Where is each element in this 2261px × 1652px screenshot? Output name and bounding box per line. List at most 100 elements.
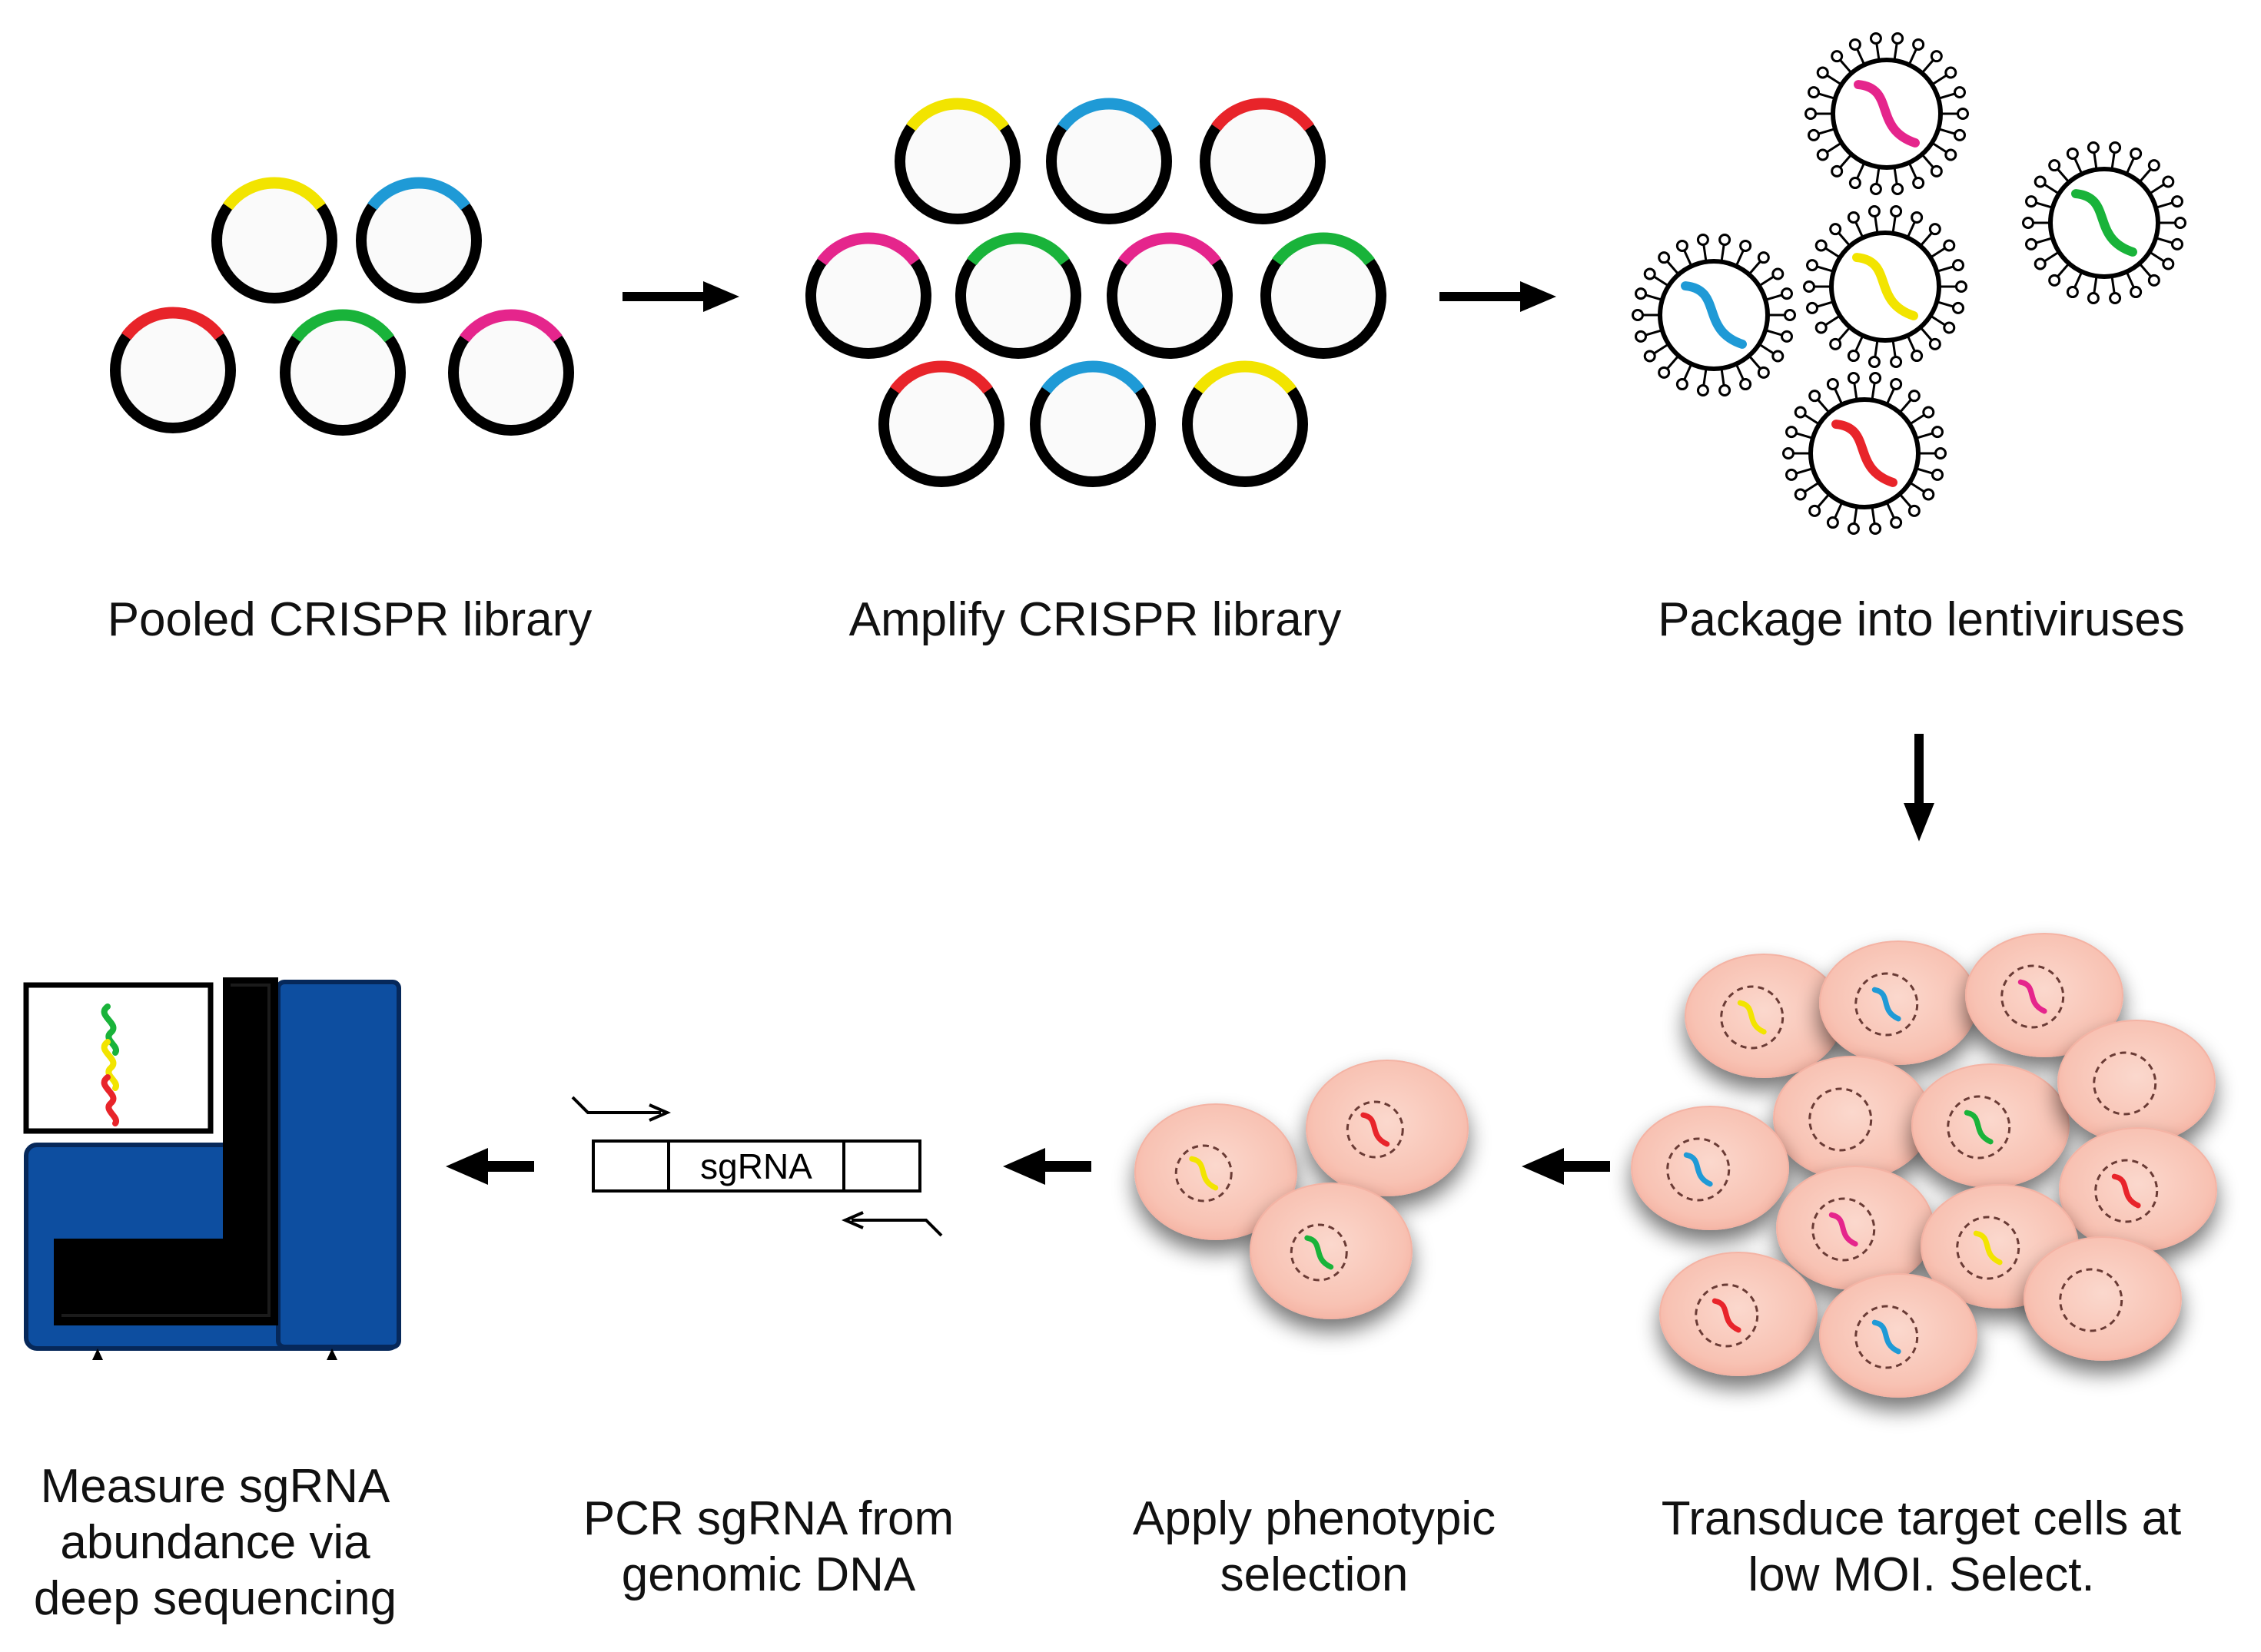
target-cell-icon bbox=[1250, 1183, 1413, 1319]
caption-line: deep sequencing bbox=[33, 1572, 397, 1626]
nucleus bbox=[1346, 1100, 1404, 1159]
target-cell-icon bbox=[1685, 954, 1843, 1078]
transduced-cell-population bbox=[1631, 933, 2217, 1398]
plasmid-ring-icon bbox=[955, 232, 1081, 359]
step-caption-package-lentivirus: Package into lentiviruses bbox=[1614, 592, 2229, 648]
nucleus bbox=[2094, 1159, 2159, 1223]
lentivirus-particle-icon bbox=[1632, 234, 1796, 396]
flow-arrow-icon bbox=[1439, 281, 1556, 312]
plasmid-ring-icon bbox=[1030, 360, 1156, 487]
nucleus bbox=[1811, 1197, 1876, 1262]
flow-arrow-icon bbox=[1003, 1148, 1091, 1185]
sgrna-insert bbox=[1964, 1110, 1994, 1145]
selected-cell-population bbox=[1134, 1060, 1469, 1319]
sgrna-insert bbox=[1973, 1230, 2003, 1266]
plasmid-ring-icon bbox=[110, 307, 236, 433]
target-cell-icon bbox=[1819, 940, 1977, 1065]
nucleus bbox=[2000, 964, 2065, 1029]
nucleus bbox=[1666, 1137, 1731, 1202]
primer-arrow-icon bbox=[841, 1211, 943, 1237]
caption-line: genomic DNA bbox=[621, 1548, 916, 1602]
caption-line: low MOI. Select. bbox=[1748, 1548, 2095, 1602]
caption-line: selection bbox=[1220, 1548, 1409, 1602]
sgrna-insert bbox=[1871, 1319, 1901, 1355]
plasmid-ring-icon bbox=[1107, 232, 1233, 359]
sgrna-insert bbox=[1304, 1235, 1334, 1270]
sgrna-insert bbox=[1854, 80, 1920, 148]
nucleus bbox=[1947, 1095, 2011, 1159]
plasmid-ring-icon bbox=[1200, 98, 1326, 224]
sgrna-insert bbox=[2017, 979, 2047, 1014]
nucleus bbox=[2093, 1051, 2157, 1116]
nucleus bbox=[1854, 1305, 1919, 1369]
step-caption-pcr: PCR sgRNA from genomic DNA bbox=[538, 1491, 999, 1603]
lentivirus-particle-icon bbox=[1804, 32, 1969, 195]
sequencer-machine-icon bbox=[23, 977, 401, 1360]
sgrna-insert bbox=[1828, 1212, 1858, 1247]
pcr-amplicon: sgRNA bbox=[571, 1096, 943, 1237]
nucleus bbox=[2059, 1268, 2123, 1332]
sgrna-insert bbox=[2111, 1173, 2141, 1209]
caption-line: Package into lentiviruses bbox=[1658, 593, 2185, 646]
caption-line: abundance via bbox=[60, 1516, 370, 1570]
flow-arrow-icon bbox=[1904, 734, 1934, 841]
caption-line: PCR sgRNA from bbox=[583, 1492, 955, 1545]
lentivirus-particles bbox=[1632, 32, 2186, 535]
target-cell-icon bbox=[1776, 1166, 1934, 1290]
nucleus bbox=[1720, 985, 1785, 1050]
sequenced-reads bbox=[101, 1003, 119, 1126]
plasmid-ring-icon bbox=[1046, 98, 1172, 224]
sgrna-insert bbox=[1737, 1000, 1767, 1035]
target-cell-icon bbox=[2024, 1236, 2182, 1361]
target-cell-icon bbox=[2059, 1127, 2217, 1252]
plasmid-ring-icon bbox=[280, 309, 406, 436]
target-cell-icon bbox=[1819, 1273, 1977, 1398]
sgrna-insert bbox=[1189, 1156, 1219, 1191]
target-cell-icon bbox=[1911, 1063, 2070, 1188]
nucleus bbox=[1808, 1087, 1873, 1152]
sgrna-insert bbox=[1852, 253, 1918, 320]
step-caption-transduce: Transduce target cells at low MOI. Selec… bbox=[1606, 1491, 2236, 1603]
plasmid-ring-icon bbox=[878, 360, 1004, 487]
nucleus bbox=[1956, 1216, 2020, 1280]
target-cell-icon bbox=[1773, 1056, 1931, 1180]
flow-arrow-icon bbox=[623, 281, 739, 312]
plasmid-ring-icon bbox=[356, 177, 482, 304]
plasmid-ring-icon bbox=[895, 98, 1021, 224]
target-cell-icon bbox=[1631, 1106, 1789, 1230]
sgrna-insert bbox=[1681, 281, 1747, 349]
caption-line: Transduce target cells at bbox=[1661, 1492, 2182, 1545]
target-cell-icon bbox=[1965, 933, 2123, 1057]
sgrna-insert bbox=[2071, 189, 2137, 257]
lentivirus-particle-icon bbox=[2022, 141, 2186, 304]
lentivirus-particle-icon bbox=[1803, 205, 1967, 368]
sgrna-insert bbox=[1360, 1112, 1390, 1147]
plasmid-ring-icon bbox=[1260, 232, 1386, 359]
target-cell-icon bbox=[2057, 1020, 2216, 1144]
caption-line: Pooled CRISPR library bbox=[107, 593, 593, 646]
step-caption-pooled-library: Pooled CRISPR library bbox=[81, 592, 619, 648]
amplicon-label: sgRNA bbox=[700, 1146, 812, 1186]
step-caption-measure: Measure sgRNA abundance via deep sequenc… bbox=[0, 1458, 430, 1627]
nucleus bbox=[1174, 1144, 1233, 1203]
amplified-library-plasmids bbox=[805, 98, 1386, 487]
plasmid-ring-icon bbox=[211, 177, 337, 304]
caption-line: Measure sgRNA bbox=[40, 1460, 390, 1513]
caption-line: Amplify CRISPR library bbox=[848, 593, 1342, 646]
target-cell-icon bbox=[1659, 1252, 1818, 1376]
flow-arrow-icon bbox=[1522, 1148, 1610, 1185]
primer-arrow-icon bbox=[571, 1096, 672, 1122]
sgrna-insert bbox=[1831, 420, 1897, 487]
sgrna-insert bbox=[1683, 1152, 1713, 1187]
step-caption-phenotypic-selection: Apply phenotypic selection bbox=[1076, 1491, 1552, 1603]
flow-arrow-icon bbox=[446, 1148, 534, 1185]
plasmid-ring-icon bbox=[1182, 360, 1308, 487]
step-caption-amplify-library: Amplify CRISPR library bbox=[826, 592, 1364, 648]
lentivirus-particle-icon bbox=[1782, 372, 1947, 535]
plasmid-ring-icon bbox=[805, 232, 931, 359]
target-cell-icon bbox=[1134, 1103, 1297, 1240]
target-cell-icon bbox=[1306, 1060, 1469, 1196]
caption-line: Apply phenotypic bbox=[1132, 1492, 1496, 1545]
